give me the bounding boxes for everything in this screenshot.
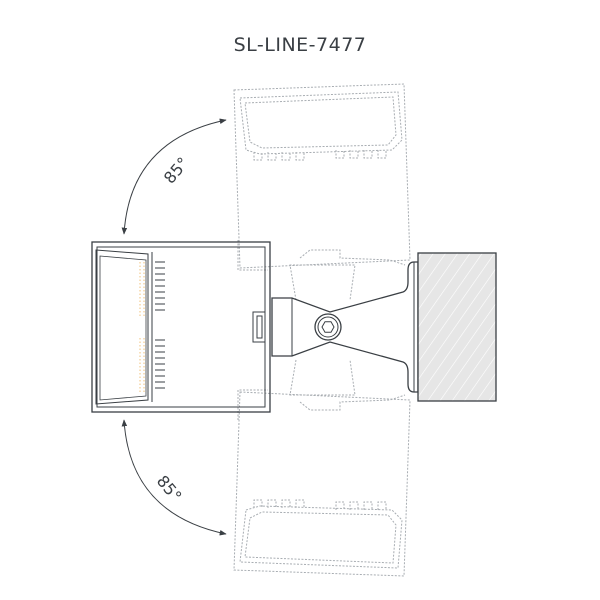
angle-arc-top bbox=[121, 118, 227, 235]
led-strip bbox=[139, 262, 145, 392]
angle-label-top: 85° bbox=[160, 153, 193, 187]
angle-arc-bottom bbox=[121, 419, 227, 536]
diagram-title: SL-LINE-7477 bbox=[233, 34, 367, 56]
ghost-profile-top bbox=[233, 83, 411, 271]
wall-section bbox=[417, 252, 497, 402]
mounting-bracket bbox=[271, 261, 419, 393]
ghost-profile-bottom bbox=[233, 249, 411, 577]
main-profile bbox=[91, 241, 271, 413]
